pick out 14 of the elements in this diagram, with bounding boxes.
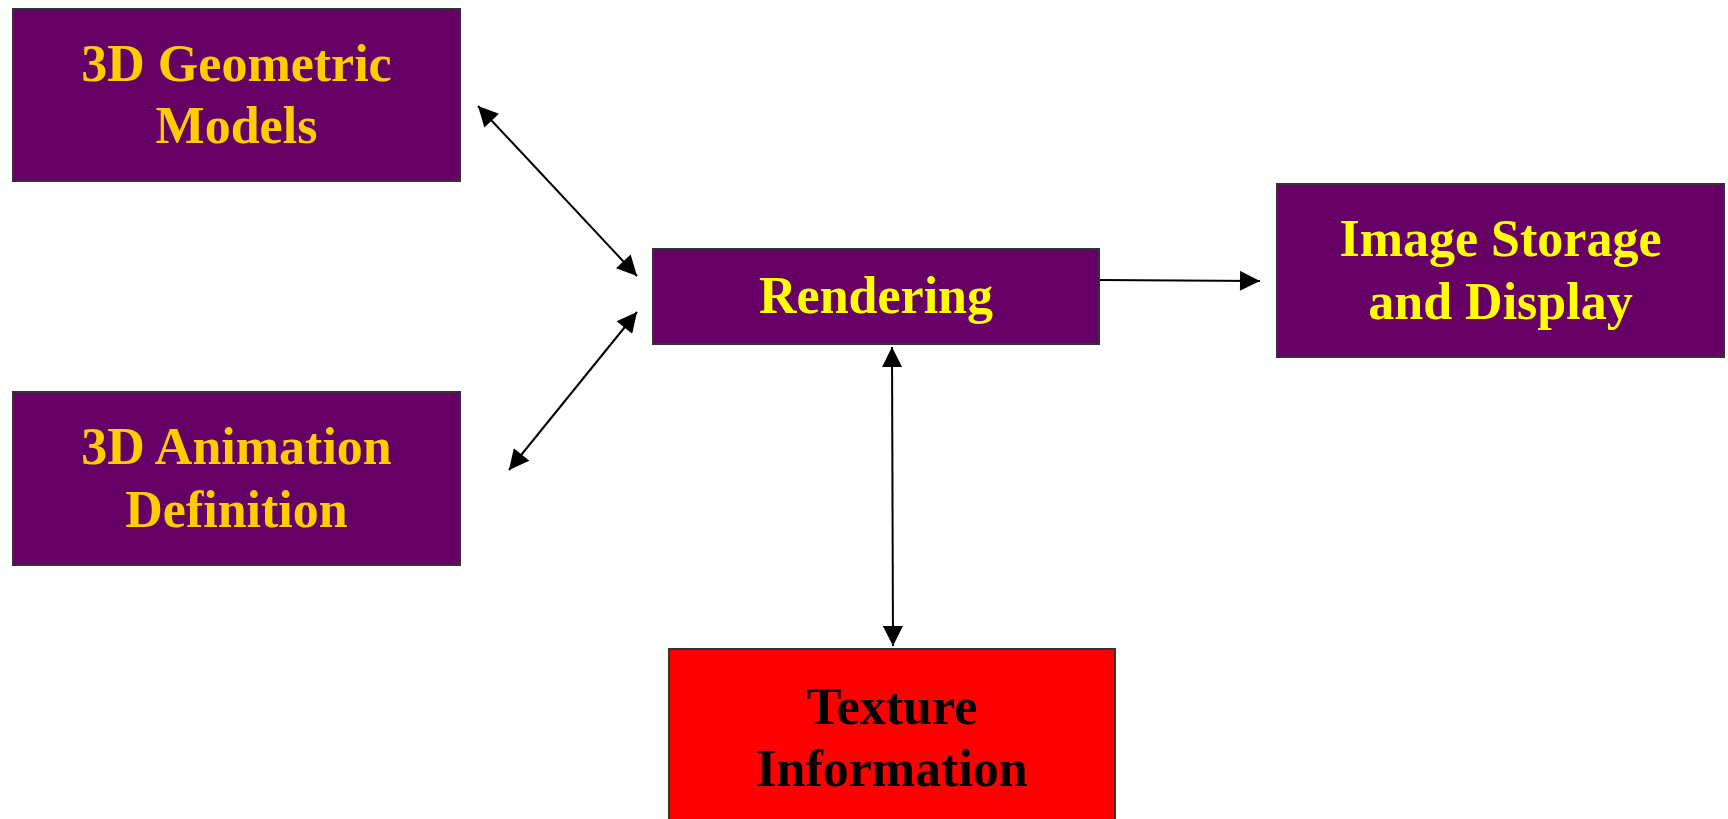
node-label: Rendering — [758, 266, 994, 327]
node-label: 3D Geometric Models — [80, 33, 393, 156]
model-box — [12, 8, 461, 182]
node-label: Texture Information — [755, 676, 1029, 799]
node-label: Image Storage and Display — [1338, 209, 1663, 332]
arrow — [508, 311, 638, 471]
texture-box — [668, 648, 1116, 819]
output-box — [1276, 183, 1725, 358]
animation-box — [12, 391, 461, 566]
arrow — [477, 105, 638, 277]
process-box — [652, 248, 1100, 345]
node-label: 3D Animation Definition — [80, 417, 393, 540]
arrow — [882, 346, 903, 647]
arrow — [1099, 270, 1261, 291]
